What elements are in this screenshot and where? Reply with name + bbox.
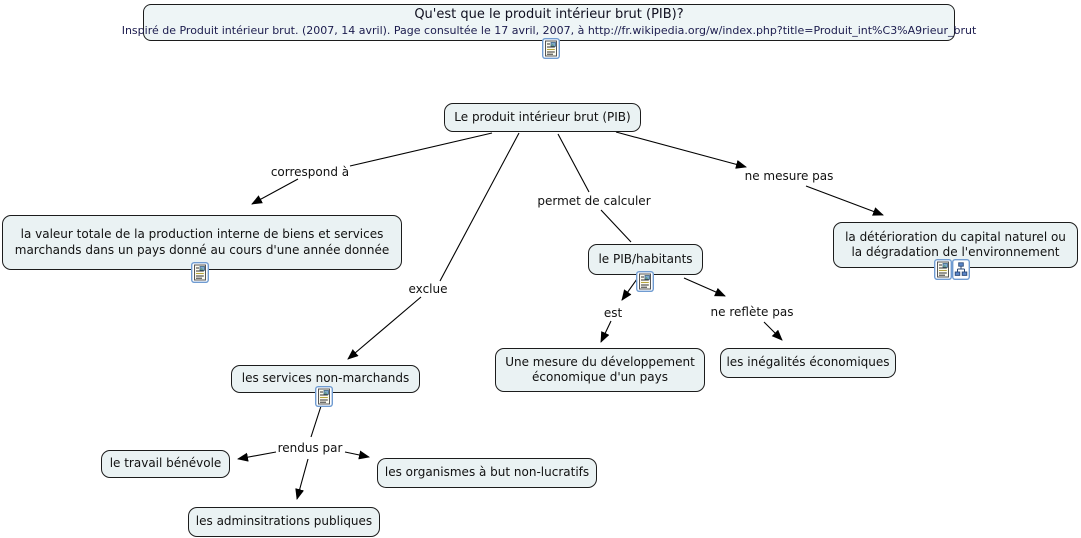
concept-inegalites-label: les inégalités économiques xyxy=(726,355,890,370)
connector-permet-to-pibhabitants xyxy=(600,209,632,243)
connector-pib-to-nemesurepas xyxy=(615,131,747,169)
connector-pib-to-exclue xyxy=(439,132,520,282)
connector-nerefletepas-to-inegalites xyxy=(763,321,783,341)
concept-title-box[interactable]: Qu'est que le produit intérieur brut (PI… xyxy=(122,4,976,41)
resource-link-icon[interactable] xyxy=(636,271,654,292)
connector-nemesurepas-to-deterioration xyxy=(805,185,884,216)
concept-travail-benevole[interactable]: le travail bénévole xyxy=(101,450,230,478)
connector-pibhabitants-to-est xyxy=(621,278,638,301)
concept-services-label: les services non-marchands xyxy=(241,371,410,386)
link-label-correspond-a[interactable]: correspond à xyxy=(270,165,350,179)
concept-mesure-developpement[interactable]: Une mesure du développement économique d… xyxy=(495,348,705,392)
concept-valeur-totale[interactable]: la valeur totale de la production intern… xyxy=(2,215,402,270)
concept-pib-habitants[interactable]: le PIB/habitants xyxy=(588,244,703,275)
concept-map-link-icon[interactable] xyxy=(952,259,970,280)
concept-valeur-totale-label: la valeur totale de la production intern… xyxy=(14,227,390,257)
concept-pib-habitants-label: le PIB/habitants xyxy=(598,251,693,266)
map-subtitle: Inspiré de Produit intérieur brut. (2007… xyxy=(121,23,977,37)
link-label-exclue[interactable]: exclue xyxy=(408,282,448,296)
concept-pib-label: Le produit intérieur brut (PIB) xyxy=(454,109,631,124)
concept-inegalites[interactable]: les inégalités économiques xyxy=(720,348,896,378)
concept-organismes-label: les organismes à but non-lucratifs xyxy=(384,465,590,480)
connector-renduspar-to-organismes xyxy=(344,450,370,460)
link-label-rendus-par[interactable]: rendus par xyxy=(277,441,343,455)
concept-administrations[interactable]: les adminsitrations publiques xyxy=(188,507,380,537)
concept-mesure-developpement-label: Une mesure du développement économique d… xyxy=(505,354,695,384)
connector-services-to-renduspar xyxy=(310,402,323,438)
connector-pibhabitants-to-nerefletepas xyxy=(683,277,726,297)
map-title: Qu'est que le produit intérieur brut (PI… xyxy=(414,7,684,23)
connector-pib-to-permet xyxy=(557,133,590,193)
connector-pib-to-correspond xyxy=(349,132,493,167)
resource-link-icon[interactable] xyxy=(542,38,560,59)
link-label-ne-reflete-pas[interactable]: ne reflète pas xyxy=(710,305,794,319)
concept-pib[interactable]: Le produit intérieur brut (PIB) xyxy=(444,103,641,132)
connector-correspond-to-valeur xyxy=(251,178,299,205)
concept-deterioration-label: la détérioration du capital naturel ou l… xyxy=(845,229,1066,259)
concept-administrations-label: les adminsitrations publiques xyxy=(195,514,373,529)
connector-exclue-to-services xyxy=(347,296,422,360)
resource-link-icon[interactable] xyxy=(934,259,952,280)
link-label-permet-de-calculer[interactable]: permet de calculer xyxy=(537,194,651,208)
connector-renduspar-to-travail xyxy=(237,451,277,462)
connector-renduspar-to-administrations xyxy=(295,458,309,500)
concept-travail-benevole-label: le travail bénévole xyxy=(109,456,222,471)
link-label-est[interactable]: est xyxy=(603,306,623,320)
link-label-ne-mesure-pas[interactable]: ne mesure pas xyxy=(744,169,834,183)
connector-est-to-mesure xyxy=(600,320,612,343)
concept-organismes[interactable]: les organismes à but non-lucratifs xyxy=(377,458,597,488)
resource-link-icon[interactable] xyxy=(191,262,209,283)
resource-link-icon[interactable] xyxy=(315,386,333,407)
